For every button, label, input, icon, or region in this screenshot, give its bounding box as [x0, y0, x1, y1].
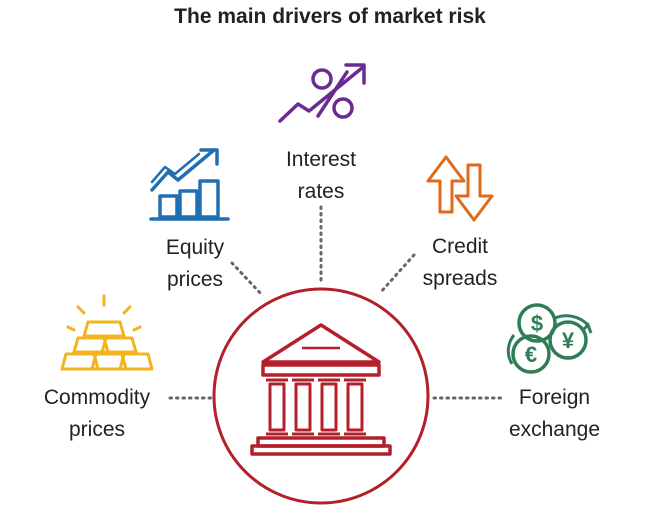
euro-sign-icon: €: [525, 342, 537, 367]
label-line: rates: [297, 180, 345, 203]
bar-chart-growth-icon: [149, 148, 230, 221]
exchange-arrows-icon: [426, 155, 494, 222]
label-line: spreads: [422, 267, 498, 290]
connector-credit-spreads: [378, 253, 416, 295]
label-line: Foreign: [518, 386, 591, 409]
label-foreign-exchange: Foreign exchange: [482, 382, 627, 446]
gold-bars-icon: [60, 294, 154, 371]
label-line: Equity: [165, 236, 225, 259]
connector-equity-prices: [230, 261, 265, 298]
label-line: Credit: [431, 235, 489, 258]
label-commodity-prices: Commodity prices: [22, 382, 172, 446]
label-credit-spreads: Credit spreads: [395, 231, 525, 295]
dollar-sign-icon: $: [531, 311, 543, 336]
label-interest-rates: Interest rates: [256, 144, 386, 208]
label-line: prices: [68, 418, 126, 441]
label-line: prices: [166, 268, 224, 291]
label-equity-prices: Equity prices: [130, 232, 260, 296]
yen-sign-icon: ¥: [562, 328, 575, 353]
currency-coins-icon: [506, 303, 593, 374]
label-line: Commodity: [43, 386, 151, 409]
label-line: Interest: [285, 148, 357, 171]
percent-arrow-icon: [278, 63, 366, 123]
label-line: exchange: [508, 418, 601, 441]
bank-building-icon: [250, 323, 392, 456]
diagram-title: The main drivers of market risk: [174, 5, 486, 28]
